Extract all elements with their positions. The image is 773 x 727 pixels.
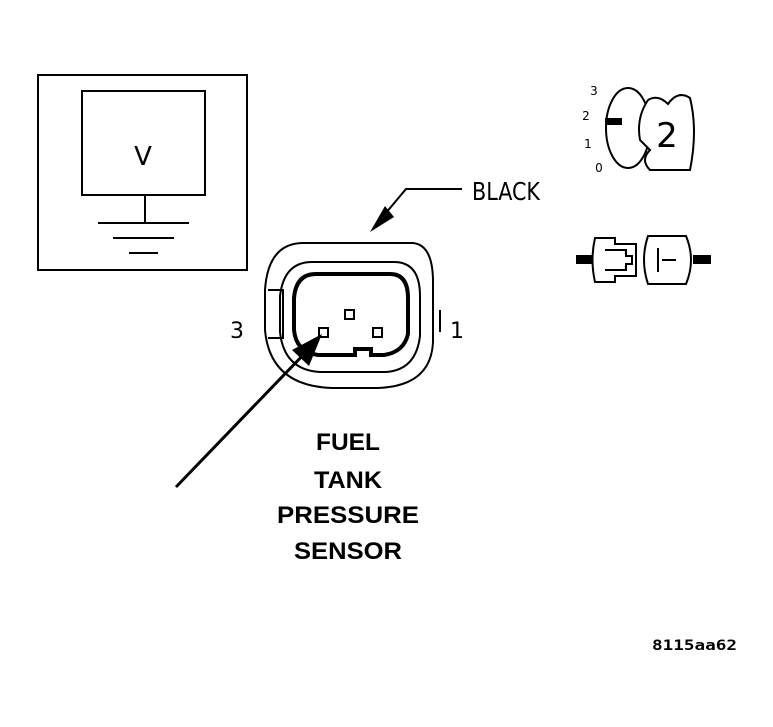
connector-latch bbox=[268, 289, 284, 339]
ignition-key-icon: 3 2 1 0 2 bbox=[582, 84, 695, 175]
key-position-0: 0 bbox=[595, 161, 603, 175]
key-position-1: 1 bbox=[584, 137, 592, 151]
probe-pointer bbox=[174, 334, 322, 489]
wire-stub-right bbox=[693, 255, 711, 264]
connector-outer-shell bbox=[264, 242, 434, 389]
callout-arrowhead bbox=[370, 206, 394, 232]
wire-color-label: BLACK bbox=[472, 177, 540, 206]
pin-left-label: 3 bbox=[230, 319, 244, 344]
connector-cavity bbox=[292, 272, 410, 357]
title-line-3: PRESSURE bbox=[277, 502, 419, 529]
voltmeter-symbol: V bbox=[134, 142, 152, 172]
key-position-2: 2 bbox=[582, 109, 590, 123]
key-position-3: 3 bbox=[590, 84, 598, 98]
voltmeter-icon: V bbox=[37, 74, 248, 271]
component-title: FUEL TANK PRESSURE SENSOR bbox=[277, 429, 419, 565]
probe-arrowhead bbox=[292, 334, 322, 366]
title-line-4: SENSOR bbox=[294, 538, 402, 565]
title-line-1: FUEL bbox=[316, 429, 380, 456]
connector-pin-3 bbox=[318, 327, 329, 338]
mini-connector-male bbox=[591, 237, 637, 283]
ground-icon bbox=[98, 195, 189, 254]
wire-stub-left bbox=[576, 255, 594, 264]
connector-pair-icon bbox=[576, 235, 711, 285]
connector-seal-ring bbox=[279, 261, 421, 373]
voltmeter-display bbox=[81, 90, 206, 196]
figure-id: 8115aa62 bbox=[652, 638, 737, 654]
connector-pin-2 bbox=[344, 309, 355, 320]
pin-right-label: 1 bbox=[450, 319, 464, 344]
mini-connector-pin bbox=[605, 249, 633, 271]
wire-color-callout: BLACK bbox=[370, 177, 540, 232]
voltmeter-frame bbox=[37, 74, 248, 271]
key-position-pointer bbox=[605, 118, 622, 125]
key-head bbox=[638, 94, 695, 171]
title-line-2: TANK bbox=[314, 467, 383, 494]
connector-pin-1 bbox=[372, 327, 383, 338]
selected-key-position: 2 bbox=[656, 116, 678, 156]
connector-face-icon: 3 1 bbox=[230, 242, 464, 389]
